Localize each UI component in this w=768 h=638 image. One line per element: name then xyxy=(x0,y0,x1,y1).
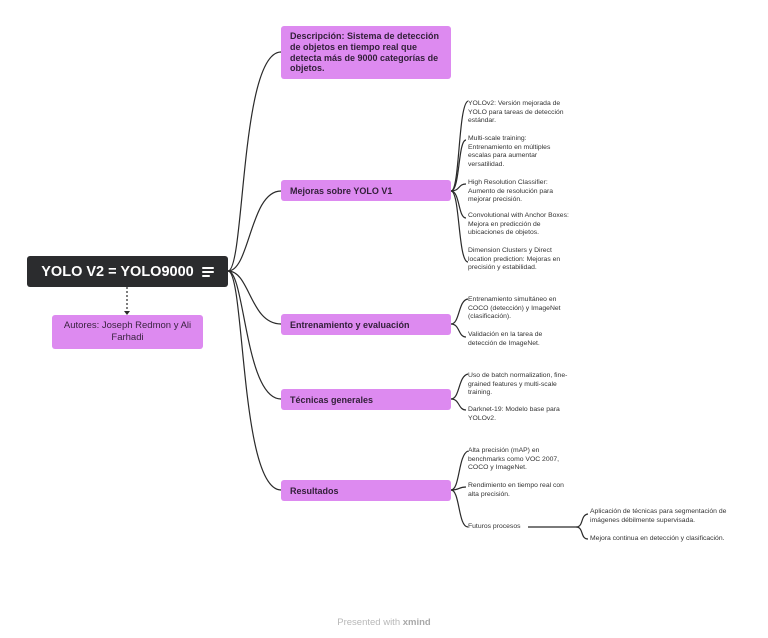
subtopic-rendimiento[interactable]: Rendimiento en tiempo real con alta prec… xyxy=(468,482,564,498)
subtopic-futuros-procesos[interactable]: Futuros procesos xyxy=(468,523,521,530)
topic-entrenamiento[interactable]: Entrenamiento y evaluación xyxy=(281,314,451,335)
presented-with-footer: Presented with xmind xyxy=(0,617,768,628)
topic-tecnicas[interactable]: Técnicas generales xyxy=(281,389,451,410)
subtopic-segmentacion[interactable]: Aplicación de técnicas para segmentación… xyxy=(590,508,727,524)
hamburger-lines-icon[interactable] xyxy=(201,267,214,277)
subtopic-mejora-continua[interactable]: Mejora continua en detección y clasifica… xyxy=(590,535,725,542)
authors-note[interactable]: Autores: Joseph Redmon y Ali Farhadi xyxy=(52,315,203,349)
subtopic-high-resolution[interactable]: High Resolution Classifier: Aumento de r… xyxy=(468,179,554,204)
footer-prefix: Presented with xyxy=(337,617,401,628)
subtopic-yolov2[interactable]: YOLOv2: Versión mejorada de YOLO para ta… xyxy=(468,100,564,125)
subtopic-anchor-boxes[interactable]: Convolutional with Anchor Boxes: Mejora … xyxy=(468,212,569,237)
subtopic-alta-precision[interactable]: Alta precisión (mAP) en benchmarks como … xyxy=(468,447,560,472)
subtopic-validacion[interactable]: Validación en la tarea de detección de I… xyxy=(468,331,543,347)
topic-mejoras[interactable]: Mejoras sobre YOLO V1 xyxy=(281,180,451,201)
subtopic-batch-normalization[interactable]: Uso de batch normalization, fine-grained… xyxy=(468,372,568,397)
xmind-brand: xmind xyxy=(402,617,431,628)
subtopic-multiscale[interactable]: Multi-scale training: Entrenamiento en m… xyxy=(468,135,551,168)
subtopic-darknet19[interactable]: Darknet-19: Modelo base para YOLOv2. xyxy=(468,406,560,422)
topic-descripcion[interactable]: Descripción: Sistema de detección de obj… xyxy=(281,26,451,79)
root-topic[interactable]: YOLO V2 = YOLO9000 xyxy=(27,256,228,287)
subtopic-dimension-clusters[interactable]: Dimension Clusters y Direct location pre… xyxy=(468,247,561,272)
topic-resultados[interactable]: Resultados xyxy=(281,480,451,501)
root-title: YOLO V2 = YOLO9000 xyxy=(41,263,194,280)
subtopic-entrenamiento-simultaneo[interactable]: Entrenamiento simultáneo en COCO (detecc… xyxy=(468,296,561,321)
